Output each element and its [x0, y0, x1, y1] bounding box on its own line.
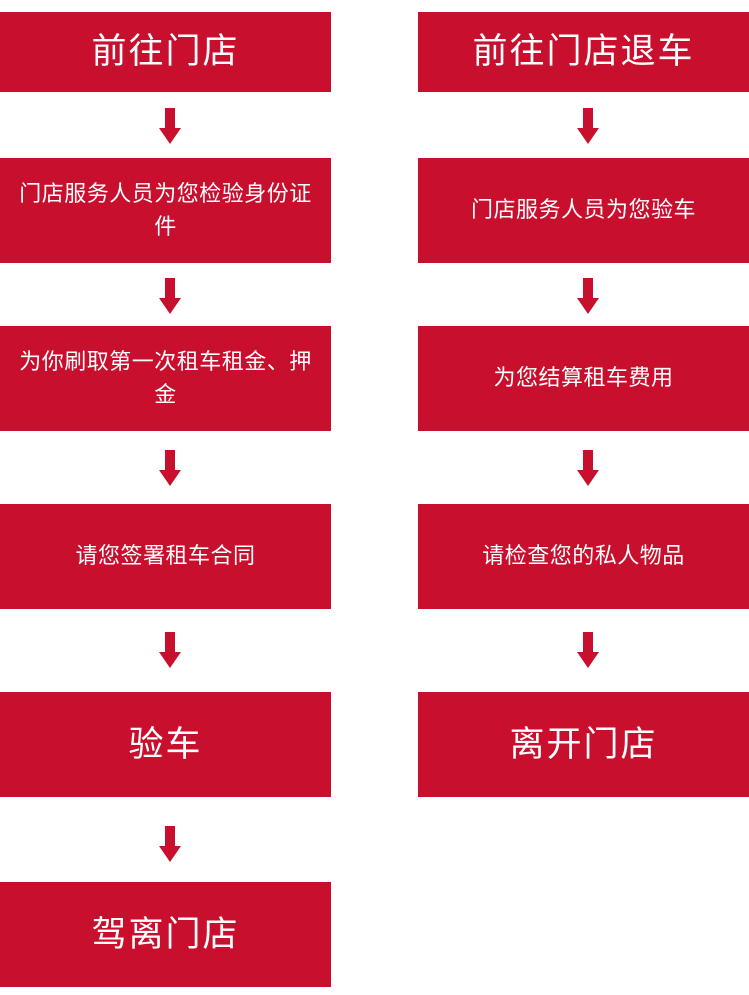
pickup-step-3-box: 为你刷取第一次租车租金、押金 [0, 326, 331, 431]
pickup-step-4-box: 请您签署租车合同 [0, 504, 331, 609]
return-step-4-box: 请检查您的私人物品 [418, 504, 749, 609]
pickup-step-2-label: 门店服务人员为您检验身份证件 [19, 181, 312, 240]
pickup-step-3-label: 为你刷取第一次租车租金、押金 [19, 349, 312, 408]
return-step-2-box: 门店服务人员为您验车 [418, 158, 749, 263]
return-step-4-label: 请检查您的私人物品 [482, 544, 685, 569]
pickup-step-4-label: 请您签署租车合同 [75, 544, 256, 569]
return-step-2-label: 门店服务人员为您验车 [470, 198, 696, 223]
pickup-step-6-box: 驾离门店 [0, 882, 331, 987]
arrow-down-icon [577, 632, 599, 668]
return-step-5-box: 离开门店 [418, 692, 749, 797]
arrow-down-icon [577, 278, 599, 314]
arrow-down-icon [159, 826, 181, 862]
pickup-step-1-label: 前往门店 [91, 32, 240, 72]
return-step-1-label: 前往门店退车 [472, 32, 695, 72]
pickup-step-5-label: 验车 [128, 724, 203, 765]
arrow-down-icon [577, 108, 599, 144]
arrow-down-icon [159, 278, 181, 314]
pickup-step-1-box: 前往门店 [0, 12, 331, 92]
arrow-down-icon [159, 450, 181, 486]
arrow-down-icon [159, 108, 181, 144]
return-step-3-box: 为您结算租车费用 [418, 326, 749, 431]
return-step-5-label: 离开门店 [509, 724, 658, 765]
arrow-down-icon [577, 450, 599, 486]
pickup-step-6-label: 驾离门店 [91, 914, 240, 955]
pickup-step-5-box: 验车 [0, 692, 331, 797]
return-step-3-label: 为您结算租车费用 [493, 366, 674, 391]
arrow-down-icon [159, 632, 181, 668]
pickup-step-2-box: 门店服务人员为您检验身份证件 [0, 158, 331, 263]
return-step-1-box: 前往门店退车 [418, 12, 749, 92]
